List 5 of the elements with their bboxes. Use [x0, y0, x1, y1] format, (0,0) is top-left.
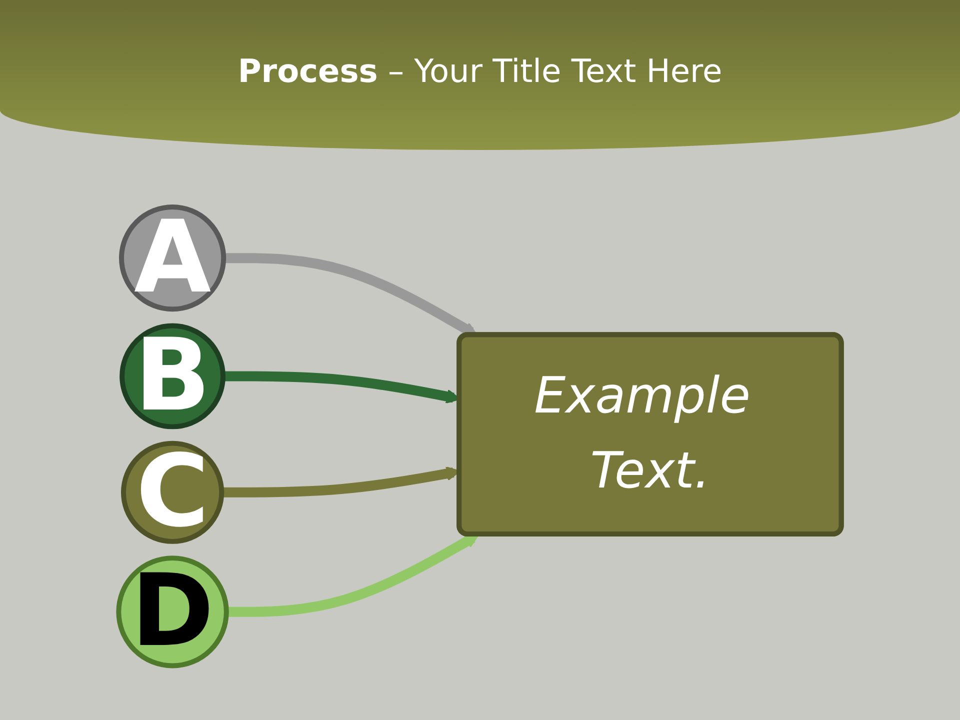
node-circle: B [120, 323, 226, 430]
title: Process – Your Title Text Here [238, 52, 722, 90]
node-circle: C [120, 440, 224, 544]
node-circle: D [116, 556, 229, 668]
node-circle: A [119, 204, 226, 312]
